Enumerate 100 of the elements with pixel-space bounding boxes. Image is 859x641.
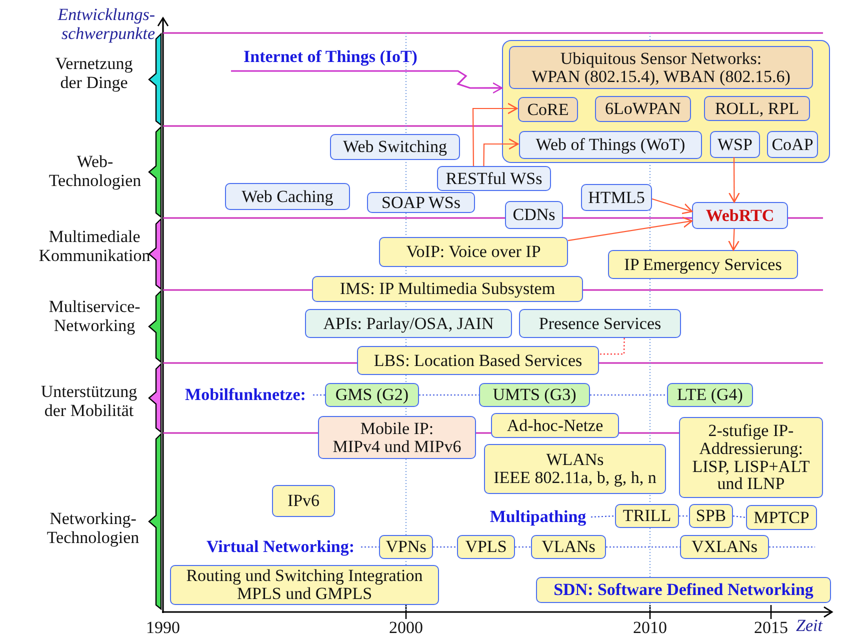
box-label: UMTS (G3) bbox=[492, 386, 576, 404]
box-label: 6LoWPAN bbox=[605, 100, 681, 118]
technology-box bbox=[272, 485, 335, 517]
box-label: MPTCP bbox=[754, 508, 810, 526]
box-label: GMS (G2) bbox=[335, 386, 409, 404]
technology-box bbox=[704, 96, 810, 121]
series-heading: Mobilfunknetze: bbox=[178, 384, 313, 406]
box-label: VLANs bbox=[542, 538, 596, 556]
box-label: MIPv4 und MIPv6 bbox=[332, 438, 462, 456]
technology-box bbox=[679, 417, 823, 498]
connector-line bbox=[313, 394, 325, 396]
technology-box bbox=[519, 131, 702, 159]
box-label: WebRTC bbox=[706, 206, 774, 224]
technology-box bbox=[325, 383, 419, 407]
technology-box bbox=[581, 184, 652, 211]
box-label: LTE (G4) bbox=[677, 386, 743, 404]
technology-box bbox=[484, 444, 666, 494]
axis-label: Zeit bbox=[796, 617, 824, 636]
box-heading: 2-stufige IP-Addressierung: bbox=[698, 422, 804, 458]
box-label: WSP bbox=[718, 136, 752, 154]
box-label: VPNs bbox=[386, 538, 426, 556]
connector-line bbox=[361, 546, 379, 548]
box-label: IP Emergency Services bbox=[624, 256, 782, 274]
category-label: Unterstützung der Mobilität bbox=[40, 383, 138, 420]
box-label: APIs: Parlay/OSA, JAIN bbox=[323, 314, 494, 332]
box-label: VoIP: Voice over IP bbox=[406, 243, 541, 261]
box-label: VPLS bbox=[465, 538, 507, 556]
box-label: Web Switching bbox=[343, 138, 447, 156]
tick-label: 2000 bbox=[388, 619, 424, 638]
technology-box bbox=[170, 565, 439, 605]
technology-box bbox=[312, 276, 583, 302]
technology-box bbox=[667, 383, 753, 407]
category-label: Web- Technologien bbox=[48, 153, 142, 190]
box-label: LISP, LISP+ALT und ILNP bbox=[691, 458, 811, 494]
category-label: Multiservice- Networking bbox=[48, 298, 142, 336]
technology-box bbox=[519, 309, 681, 338]
category-label: Multimediale Kommunikation bbox=[38, 228, 152, 266]
tick-label: 2015 bbox=[753, 619, 789, 638]
group-panel bbox=[502, 40, 830, 163]
technology-box bbox=[437, 166, 551, 191]
technology-box bbox=[505, 201, 563, 229]
box-label: IPv6 bbox=[287, 492, 320, 510]
box-heading: Mobile IP: bbox=[360, 420, 434, 438]
technology-box bbox=[479, 383, 590, 407]
box-label: CoRE bbox=[527, 100, 569, 118]
series-heading: Virtual Networking: bbox=[200, 536, 361, 558]
connector-line bbox=[606, 546, 680, 548]
box-label: Web of Things (WoT) bbox=[536, 136, 686, 154]
box-label: IMS: IP Multimedia Subsystem bbox=[340, 280, 556, 298]
box-label: RESTful WSs bbox=[446, 170, 542, 188]
technology-box bbox=[536, 577, 831, 603]
box-label: VXLANs bbox=[691, 538, 758, 556]
technology-box bbox=[615, 504, 679, 528]
connector-line bbox=[515, 546, 531, 548]
box-label: CoAP bbox=[772, 136, 814, 154]
series-heading: Internet of Things (IoT) bbox=[231, 43, 430, 71]
technology-box bbox=[491, 413, 619, 438]
tick-label: 2010 bbox=[632, 619, 668, 638]
technology-box bbox=[595, 96, 691, 122]
connector-line bbox=[732, 515, 746, 518]
box-heading: WLANs bbox=[546, 451, 604, 469]
box-label: Presence Services bbox=[538, 314, 662, 332]
series-heading: Multipathing bbox=[485, 506, 591, 528]
technology-box bbox=[692, 202, 788, 229]
technology-box bbox=[305, 309, 512, 338]
box-label: TRILL bbox=[622, 507, 672, 525]
connector-line bbox=[419, 394, 479, 396]
technology-box bbox=[689, 504, 733, 528]
arrow bbox=[472, 102, 518, 166]
box-label: Ad-hoc-Netze bbox=[506, 416, 604, 434]
technology-box bbox=[379, 535, 433, 559]
box-label: WPAN (802.15.4), WBAN (802.15.6) bbox=[532, 68, 790, 86]
connector-line bbox=[769, 546, 815, 548]
box-heading: Routing und Switching Integration bbox=[186, 567, 423, 585]
connector-line bbox=[679, 515, 689, 517]
technology-box bbox=[318, 416, 476, 459]
technology-box bbox=[379, 237, 568, 267]
box-label: ROLL, RPL bbox=[714, 100, 800, 118]
axis-title: Entwicklungs- schwerpunkte bbox=[56, 6, 155, 44]
arrow bbox=[728, 228, 740, 251]
tick-label: 1990 bbox=[145, 619, 181, 638]
technology-box bbox=[531, 535, 606, 559]
category-label: Networking- Technologien bbox=[46, 510, 140, 548]
technology-box bbox=[767, 131, 818, 158]
connector-line bbox=[433, 546, 457, 548]
connector-line bbox=[599, 338, 625, 355]
technology-box bbox=[330, 134, 460, 160]
connector-line bbox=[590, 394, 667, 396]
technology-box bbox=[225, 183, 350, 210]
category-label: Vernetzung der Dinge bbox=[54, 55, 134, 92]
arrow bbox=[568, 216, 693, 242]
box-label: HTML5 bbox=[588, 188, 645, 206]
box-label: LBS: Location Based Services bbox=[374, 352, 582, 370]
arrow bbox=[483, 138, 519, 166]
box-label: SOAP WSs bbox=[382, 194, 460, 212]
box-label: SPB bbox=[696, 507, 726, 525]
arrow bbox=[652, 198, 693, 214]
box-heading: Ubiquitous Sensor Networks: bbox=[560, 50, 762, 68]
technology-box bbox=[746, 505, 817, 530]
connector-line bbox=[590, 515, 616, 518]
